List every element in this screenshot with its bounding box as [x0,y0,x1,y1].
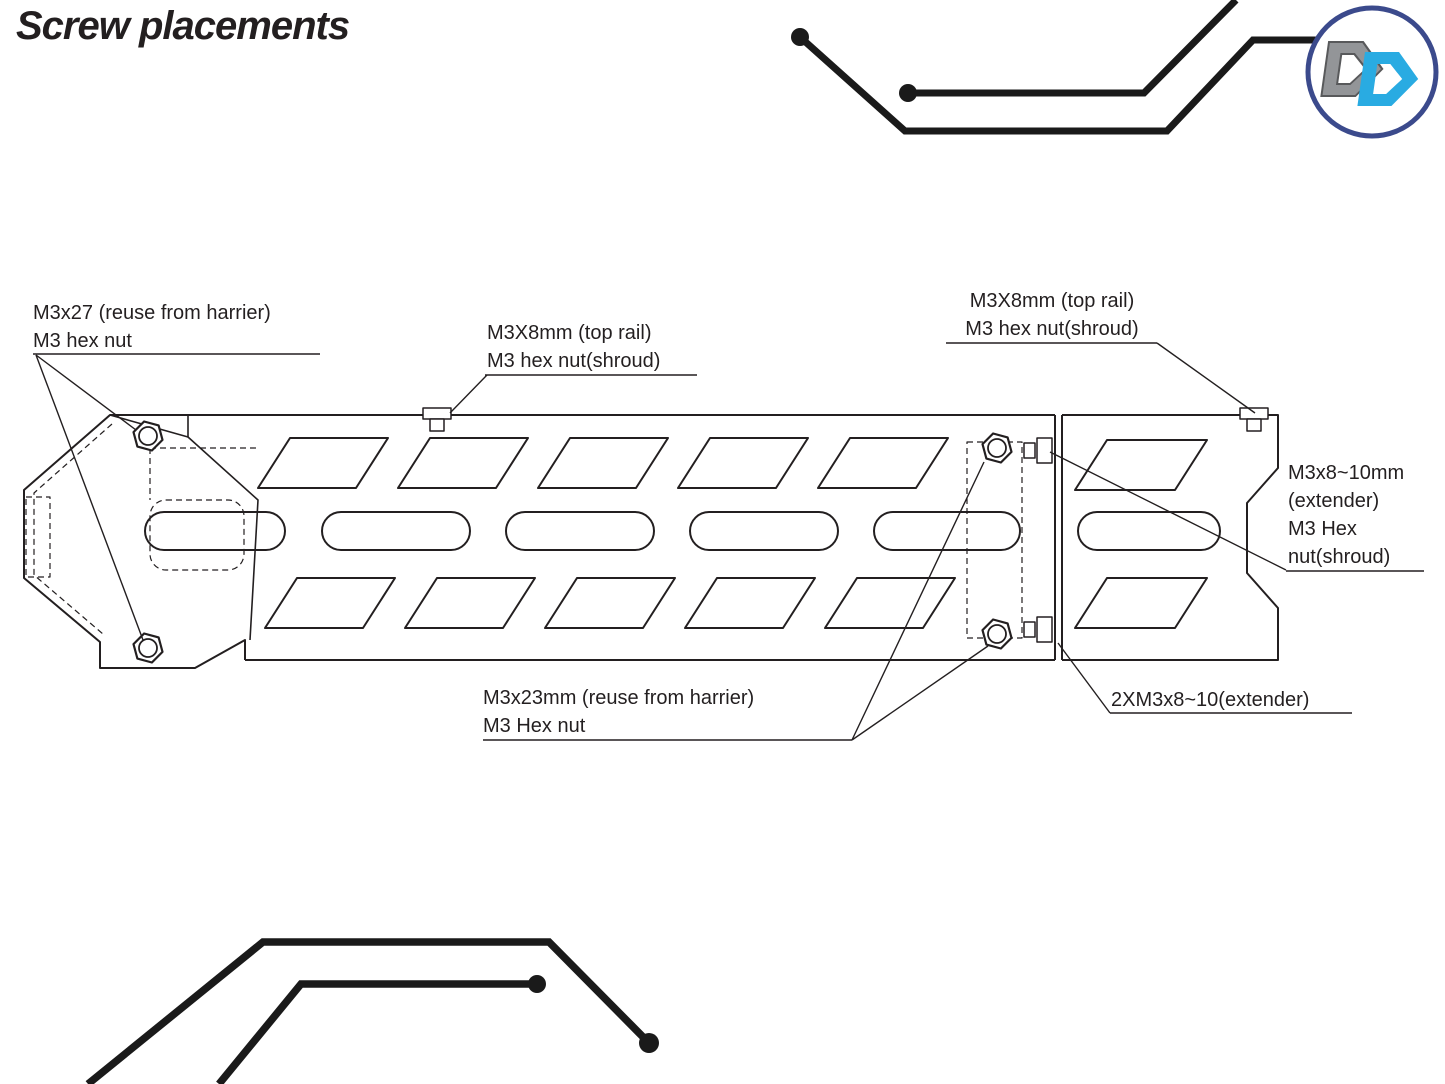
leader-extender-2x [1057,642,1111,714]
decoration-dot [528,975,546,993]
cutout-parallelogram [404,577,536,629]
cutout-parallelogram [397,437,529,489]
leader-top-rail-right [1156,342,1256,414]
label-extender-right-line2: (extender) [1288,490,1380,512]
bracket-hidden-edge [33,423,113,635]
cutout-parallelogram [677,437,809,489]
top-rail-screw-right [1239,407,1269,420]
cutouts-bottom-row [264,577,1208,629]
leader-lines [33,342,1424,741]
left-bracket [23,414,259,669]
label-top-rail-right-line2: M3 hex nut(shroud) [965,318,1139,340]
cutout-parallelogram [264,577,396,629]
slots-middle-row [144,511,1221,551]
extender-screw-bottom-nut [1023,621,1036,638]
handguard-drawing [23,407,1279,669]
label-extender-2x-line1: 2XM3x8~10(extender) [1111,689,1310,711]
leader-extender-right [1049,451,1287,571]
top-rail-screw-right-shank [1246,418,1262,432]
slot-oval [505,511,655,551]
leader-m3x27-bottom [35,354,144,641]
bracket-joint-edge [187,436,259,641]
bracket-hidden-slot [149,499,245,571]
cutout-parallelogram [544,577,676,629]
label-extender-2x: 2XM3x8~10(extender) [1111,686,1309,714]
label-m3x23: M3x23mm (reuse from harrier) M3 Hex nut [483,684,754,740]
hex-nut-top-left-icon [132,420,164,452]
hex-nut-bottom-right-icon [981,618,1013,650]
label-extender-right: M3x8~10mm (extender) M3 Hex nut(shroud) [1288,459,1404,571]
top-rail-screw-center [422,407,452,420]
label-m3x27-line1: M3x27 (reuse from harrier) [33,302,271,324]
leader-m3x23-top [851,461,985,741]
cutout-parallelogram [537,437,669,489]
label-top-rail-center: M3X8mm (top rail) M3 hex nut(shroud) [487,319,660,375]
label-m3x27-line2: M3 hex nut [33,330,132,352]
label-top-rail-center-line1: M3X8mm (top rail) [487,322,652,344]
hex-nut-top-right-icon [981,432,1013,464]
slot-oval [873,511,1021,551]
bracket-outline [23,414,246,669]
decoration-line [797,34,1338,135]
leader-top-rail-center [449,374,488,414]
bracket-hidden-boss [25,496,51,578]
top-rail-screw-center-shank [429,418,445,432]
cutouts-top-row [257,437,1208,491]
extender [1062,414,1279,661]
label-top-rail-center-line2: M3 hex nut(shroud) [487,350,661,372]
cutout-parallelogram [1074,577,1208,629]
cutout-parallelogram [824,577,956,629]
extender-screw-bottom [1036,616,1053,643]
cutout-parallelogram [257,437,389,489]
label-m3x27: M3x27 (reuse from harrier) M3 hex nut [33,299,271,355]
label-m3x23-line2: M3 Hex nut [483,715,586,737]
slot-oval [1077,511,1221,551]
junction-hidden-outline [966,441,1023,639]
slot-oval [144,511,286,551]
main-rail [185,414,1063,661]
leader-m3x23-bottom [851,645,989,741]
slot-oval [321,511,471,551]
screws [422,407,1269,643]
decoration-line [85,938,652,1084]
slot-oval [689,511,839,551]
cutout-parallelogram [684,577,816,629]
cutout-parallelogram [817,437,949,489]
label-top-rail-right-line1: M3X8mm (top rail) [969,290,1135,312]
label-extender-right-line4: nut(shroud) [1288,546,1391,568]
label-m3x23-line1: M3x23mm (reuse from harrier) [483,687,755,709]
hex-nut-bottom-left-icon [132,632,164,664]
label-extender-right-line1: M3x8~10mm [1288,462,1405,484]
decoration-dot [899,84,917,102]
page-title: Screw placements [16,4,350,48]
leader-m3x27-top [35,354,137,431]
label-extender-right-line3: M3 Hex [1288,518,1357,540]
decoration-line [908,0,1239,97]
extender-outline [1062,414,1279,661]
decoration-line [216,980,537,1084]
top-decoration [791,0,1338,135]
bottom-decoration [85,938,659,1084]
decoration-dot [791,28,809,46]
label-top-rail-right: M3X8mm (top rail) M3 hex nut(shroud) [946,287,1158,343]
decoration-dot [639,1033,659,1053]
extender-screw-top [1036,437,1053,464]
cutout-parallelogram [1074,439,1208,491]
dd-logo [1305,5,1439,139]
extender-screw-top-nut [1023,442,1036,459]
